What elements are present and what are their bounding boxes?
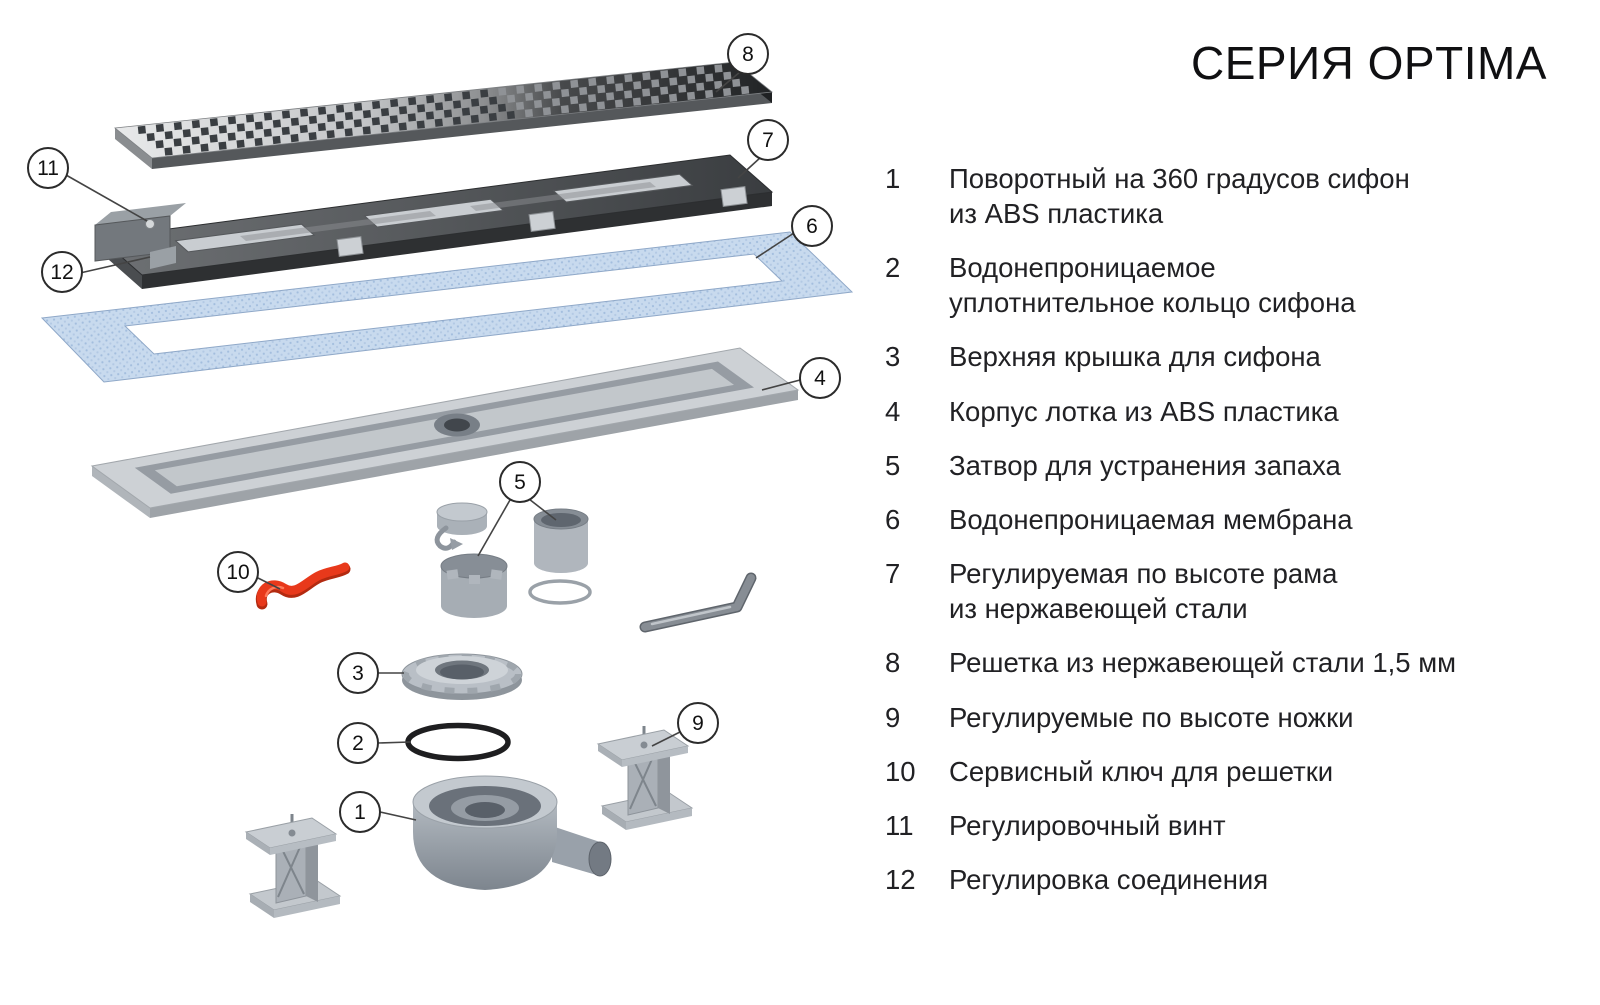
svg-text:2: 2 [352,732,364,755]
legend-panel: СЕРИЯ OPTIMA 1 Поворотный на 360 градусов… [885,38,1547,916]
exploded-view-illustration: 8 7 11 12 6 4 5 10 [27,33,854,920]
legend-item-text: Сервисный ключ для решетки [949,755,1334,787]
callout-sealing-ring: 2 [337,722,379,764]
legend-item-4: 4 Корпус лотка из ABS пластика [885,394,1547,429]
svg-text:11: 11 [37,157,59,180]
legend-item-text: Решетка из нержавеющей стали 1,5 мм [949,647,1457,679]
legend-item-6: 6 Водонепроницаемая мембрана [885,502,1547,537]
callout-tray: 4 [799,357,841,399]
legend-item-3: 3 Верхняя крышка для сифона [885,339,1547,374]
svg-text:9: 9 [692,712,704,735]
svg-text:10: 10 [226,561,249,584]
legend-item-number: 10 [885,755,916,787]
legend-item-number: 7 [885,558,901,590]
svg-text:6: 6 [806,215,818,238]
legend-item-number: 11 [885,810,914,842]
legend-item-number: 8 [885,647,901,679]
connection-adjuster-part [150,246,176,269]
legend-item-2: 2 Водонепроницаемое уплотнительное кольцо… [885,250,1547,320]
callout-siphon-body: 1 [339,791,381,833]
legend-item-number: 6 [885,503,901,535]
callout-connection-adjust: 12 [41,251,83,293]
legend-item-text: Поворотный на 360 градусов сифон из ABS … [949,162,1410,229]
legend-item-number: 4 [885,395,901,427]
callouts: 8 7 11 12 6 4 5 10 [27,33,841,833]
frame-part [94,154,774,289]
hex-key-icon [639,572,757,633]
feet-part [244,726,694,920]
legend-item-12: 12 Регулировка соединения [885,862,1547,897]
series-title: СЕРИЯ OPTIMA [1191,37,1547,89]
legend-item-5: 5 Затвор для устранения запаха [885,448,1547,483]
callout-feet: 9 [677,702,719,744]
legend-item-text: Корпус лотка из ABS пластика [949,395,1339,427]
legend-item-text: Регулировка соединения [949,864,1269,896]
legend-item-text: Регулируемые по высоте ножки [949,701,1354,733]
legend-item-number: 5 [885,449,901,481]
callout-grate: 8 [727,33,769,75]
legend-item-text: Водонепроницаемая мембрана [949,503,1353,535]
callout-frame: 7 [747,119,789,161]
svg-text:5: 5 [514,471,526,494]
legend-item-text: Затвор для устранения запаха [949,449,1341,481]
legend-list: 1 Поворотный на 360 градусов сифон из ABS… [885,161,1547,898]
legend-item-text: Регулировочный винт [949,810,1226,842]
top-cover-part [401,653,523,700]
callout-membrane: 6 [791,205,833,247]
svg-text:3: 3 [352,662,364,685]
legend-item-text: Водонепроницаемое уплотнительное кольцо … [949,251,1356,319]
legend-item-10: 10 Сервисный ключ для решетки [885,754,1547,789]
siphon-body-part [412,775,612,890]
frame-clips [336,185,748,258]
svg-text:7: 7 [762,129,774,152]
legend-item-number: 1 [885,162,901,194]
svg-text:12: 12 [50,261,73,284]
legend-item-8: 8 Решетка из нержавеющей стали 1,5 мм [885,645,1547,680]
legend-item-9: 9 Регулируемые по высоте ножки [885,700,1547,735]
callout-adjustment-screw: 11 [27,147,69,189]
legend-item-1: 1 Поворотный на 360 градусов сифон из ABS… [885,161,1547,231]
svg-text:8: 8 [742,43,754,66]
legend-item-number: 12 [885,864,916,896]
leader-lines [65,71,801,821]
legend-item-number: 3 [885,341,901,373]
legend-item-number: 2 [885,251,901,283]
legend-item-7: 7 Регулируемая по высоте рама из нержавею… [885,556,1547,626]
service-key-part [255,562,351,610]
grate-part [114,61,773,169]
legend-item-number: 9 [885,701,901,733]
svg-text:4: 4 [814,367,826,390]
legend-item-11: 11 Регулировочный винт [885,808,1547,843]
callout-top-cover: 3 [337,652,379,694]
tray-body-part [90,347,800,518]
sealing-ring-part [405,722,511,762]
svg-text:1: 1 [354,801,366,824]
legend-item-text: Верхняя крышка для сифона [949,341,1321,373]
legend-item-text: Регулируемая по высоте рама из нержавеющ… [949,558,1338,625]
odor-trap-parts [434,502,592,618]
callout-odor-trap: 5 [499,461,541,503]
callout-service-key: 10 [217,551,259,593]
membrane-part [40,231,854,383]
